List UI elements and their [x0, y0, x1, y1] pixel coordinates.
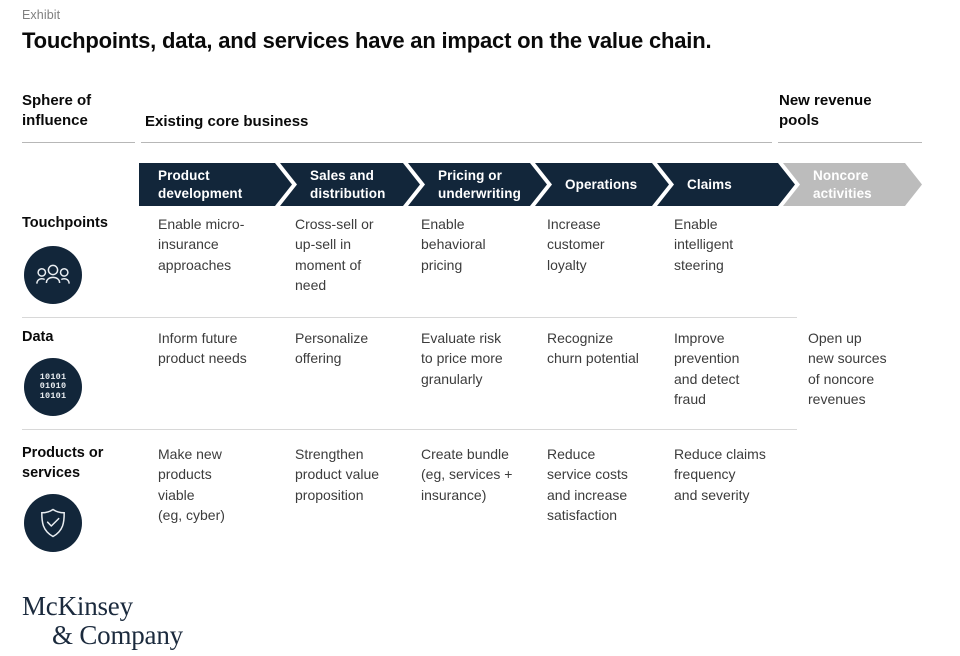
exhibit-label: Exhibit [22, 8, 61, 22]
rule-existing-core-business [141, 142, 772, 143]
chevron-operations[interactable]: Operations [535, 163, 669, 206]
chevron-shape [408, 163, 547, 206]
chevron-shape [657, 163, 795, 206]
chevron-shape [535, 163, 669, 206]
row-divider [22, 429, 797, 430]
people-group-icon [24, 246, 82, 304]
chevron-label: Operations [565, 176, 638, 192]
chevron-label: Claims [687, 176, 732, 192]
row-label-touchpoints: Touchpoints [22, 215, 108, 231]
row-label-data: Data [22, 329, 54, 345]
rule-new-revenue-pools [778, 142, 922, 143]
chevron-claims[interactable]: Claims [657, 163, 795, 206]
mckinsey-logo: McKinsey & Company [22, 592, 183, 649]
people-group-icon [36, 264, 70, 284]
cell-r3-c3: Create bundle(eg, services +insurance) [421, 446, 513, 503]
row-divider [22, 317, 797, 318]
page-title: Touchpoints, data, and services have an … [22, 28, 712, 53]
chevron-shape [783, 163, 922, 206]
chevron-shape [139, 163, 292, 206]
rule-sphere-of-influence [22, 142, 135, 143]
logo-line-1: McKinsey [22, 591, 133, 621]
header-existing-core-business: Existing core business [145, 113, 309, 130]
shield-check-icon [41, 508, 65, 538]
chevron-shape [280, 163, 420, 206]
shield-check-icon [24, 494, 82, 552]
logo-line-2: & Company [52, 619, 183, 650]
